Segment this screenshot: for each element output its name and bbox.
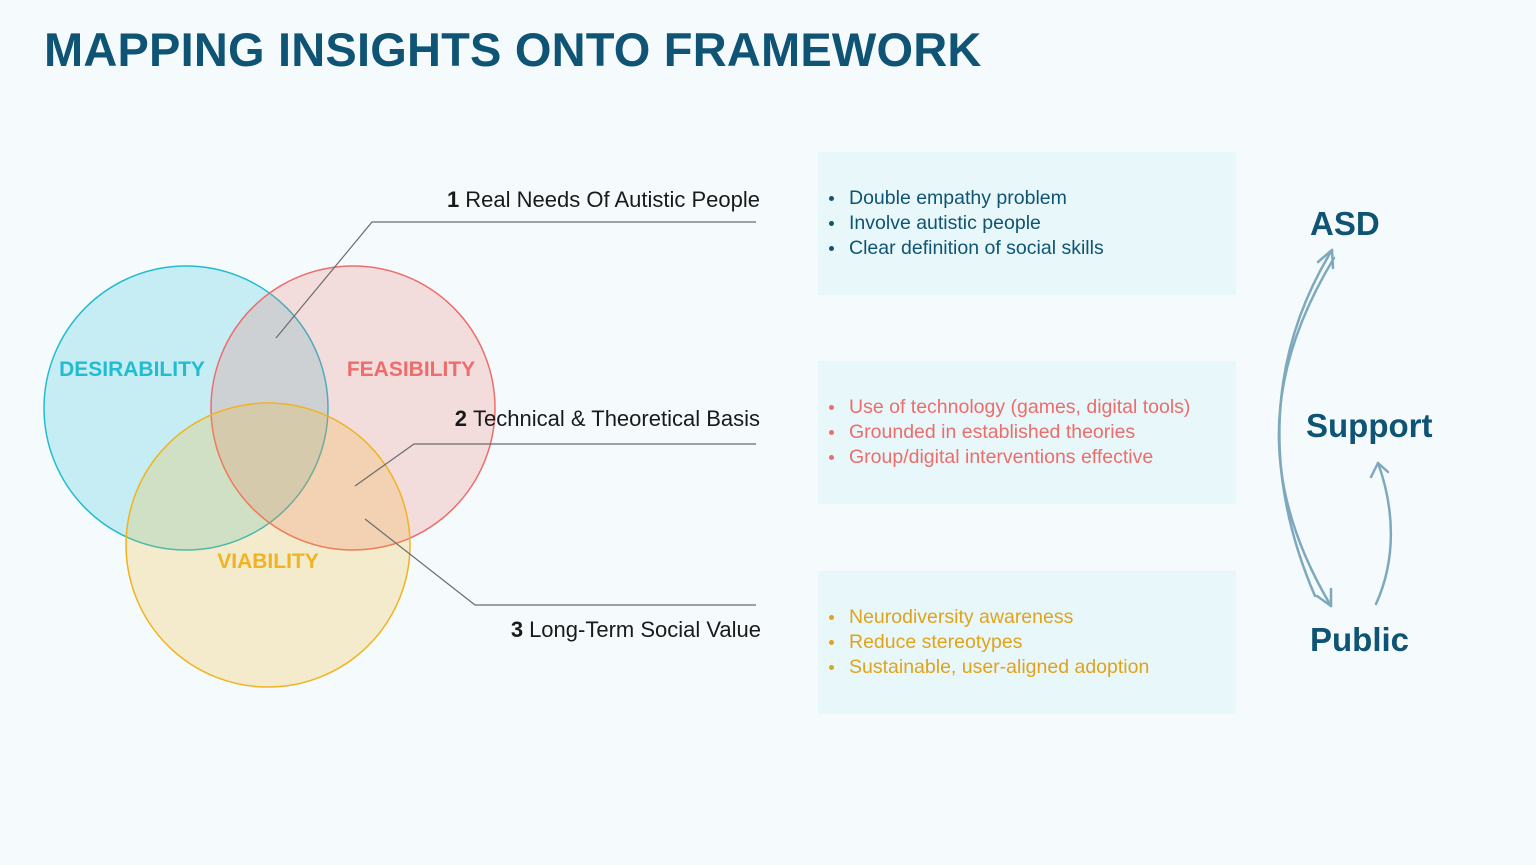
callout-number: 2	[454, 406, 468, 431]
flow-public-label: Public	[1310, 621, 1410, 658]
insight-list: Use of technology (games, digital tools)…	[818, 361, 1236, 469]
list-item: Reduce stereotypes	[829, 630, 1236, 655]
page-title: MAPPING INSIGHTS ONTO FRAMEWORK	[44, 23, 982, 76]
desirability-circle	[43, 265, 329, 551]
feasibility-circle	[210, 265, 496, 551]
viability-circle	[125, 402, 411, 688]
leader-line-1	[275, 221, 756, 339]
feasibility-label: FEASIBILITY	[347, 358, 475, 381]
flow-asd-label: ASD	[1310, 205, 1380, 242]
list-item: Grounded in established theories	[829, 420, 1236, 445]
callout-number: 3	[510, 617, 524, 642]
insight-list: Neurodiversity awareness Reduce stereoty…	[818, 571, 1236, 679]
leader-line-3	[364, 518, 756, 606]
insight-box-social: Neurodiversity awareness Reduce stereoty…	[818, 571, 1236, 714]
list-item: Group/digital interventions effective	[829, 445, 1236, 470]
callout-label: Real Needs Of Autistic People	[465, 187, 760, 212]
leader-line-2	[354, 443, 756, 487]
desirability-label: DESIRABILITY	[59, 358, 205, 381]
insight-list: Double empathy problem Involve autistic …	[818, 152, 1236, 260]
insight-box-needs: Double empathy problem Involve autistic …	[818, 152, 1236, 295]
list-item: Double empathy problem	[829, 186, 1236, 211]
list-item: Sustainable, user-aligned adoption	[829, 655, 1236, 680]
callout-number: 1	[447, 187, 460, 212]
insight-box-technical: Use of technology (games, digital tools)…	[818, 361, 1236, 504]
flow-support-label: Support	[1306, 407, 1433, 444]
callout-label: Technical & Theoretical Basis	[473, 406, 760, 431]
list-item: Involve autistic people	[829, 211, 1236, 236]
viability-label: VIABILITY	[217, 550, 319, 573]
callout-label: Long-Term Social Value	[529, 617, 761, 642]
list-item: Use of technology (games, digital tools)	[829, 395, 1236, 420]
list-item: Neurodiversity awareness	[829, 605, 1236, 630]
list-item: Clear definition of social skills	[829, 236, 1236, 261]
